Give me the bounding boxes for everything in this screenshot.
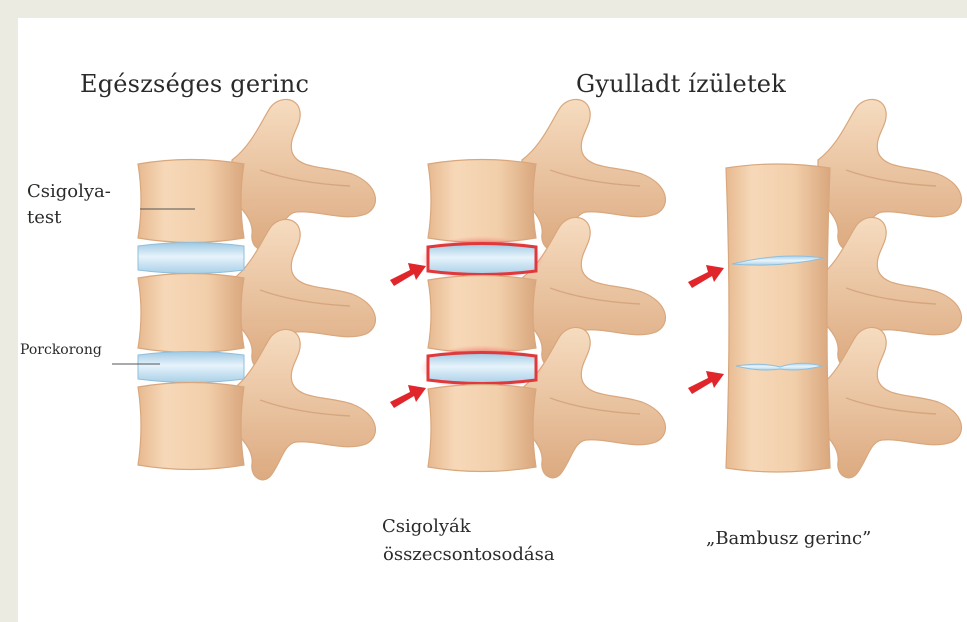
label-vertebral-body-line2: test [27, 206, 61, 229]
vertebral-process [232, 99, 375, 249]
caption-fusion-line1: Csigolyák [382, 515, 471, 539]
fusion-arrow [688, 371, 724, 394]
intervertebral-disc [428, 244, 536, 275]
label-vertebral-body-line1: Csigolya- [27, 180, 111, 203]
vertebral-body [428, 160, 536, 243]
intervertebral-disc [138, 352, 244, 383]
title-inflamed-joints: Gyulladt ízületek [576, 70, 786, 98]
fusion-arrow [688, 265, 724, 288]
inflammation-arrow [390, 263, 426, 286]
vertebral-body [138, 383, 244, 470]
healthy-spine [112, 99, 375, 479]
fused-vertebral-column [726, 164, 830, 472]
intervertebral-disc [138, 243, 244, 274]
bamboo-spine [688, 99, 961, 477]
caption-fusion-line2: összecsontosodása [383, 543, 555, 567]
vertebral-body [138, 160, 244, 243]
vertebral-process [522, 99, 665, 249]
inflammation-arrow [390, 385, 426, 408]
intervertebral-disc [428, 353, 536, 384]
caption-bamboo-spine: „Bambusz gerinc” [706, 527, 871, 551]
vertebral-body [428, 385, 536, 472]
label-disc: Porckorong [20, 342, 102, 358]
vertebral-body [138, 274, 244, 353]
vertebral-process [818, 99, 961, 249]
vertebral-body [428, 276, 536, 353]
title-healthy-spine: Egészséges gerinc [80, 70, 309, 98]
fusing-spine [390, 99, 665, 477]
